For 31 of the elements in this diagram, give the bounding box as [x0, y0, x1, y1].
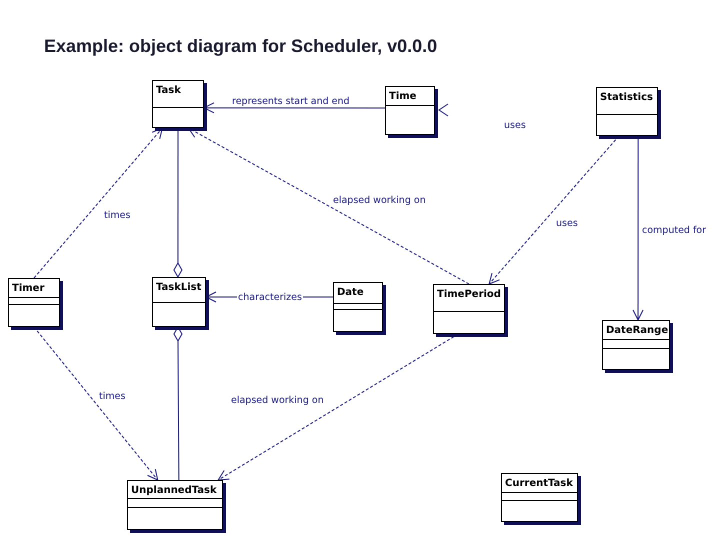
- edge-label: elapsed working on: [230, 395, 325, 406]
- edge-label: elapsed working on: [332, 195, 427, 206]
- class-box: [433, 284, 505, 334]
- edge-label: represents start and end: [231, 96, 351, 107]
- class-name: Statistics: [599, 91, 654, 105]
- edge-label: computed for: [641, 225, 708, 236]
- class-box: [385, 86, 435, 135]
- note-label: uses: [503, 120, 527, 131]
- class-box: [602, 320, 670, 370]
- class-box: [596, 87, 658, 136]
- class-name: TimePeriod: [436, 288, 502, 302]
- edge-label: times: [98, 391, 126, 402]
- class-name: TaskList: [155, 281, 202, 295]
- class-box: [333, 282, 383, 332]
- edge-label: characterizes: [237, 292, 303, 303]
- class-name: Timer: [11, 282, 46, 296]
- class-name: Time: [388, 90, 418, 104]
- diagram-title: Example: object diagram for Scheduler, v0.0.0: [44, 36, 438, 57]
- class-name: Task: [155, 84, 182, 98]
- class-box: [152, 80, 204, 128]
- edge-label: times: [103, 210, 132, 221]
- class-name: CurrentTask: [504, 477, 574, 491]
- class-name: DateRange: [605, 324, 669, 338]
- class-name: Date: [336, 286, 365, 300]
- edge-label: uses: [555, 218, 579, 229]
- class-box: [127, 480, 223, 530]
- class-box: [501, 473, 578, 522]
- class-box: [8, 278, 60, 327]
- class-box: [152, 277, 206, 327]
- dependency-arrow: [34, 128, 163, 278]
- class-name: UnplannedTask: [130, 484, 218, 498]
